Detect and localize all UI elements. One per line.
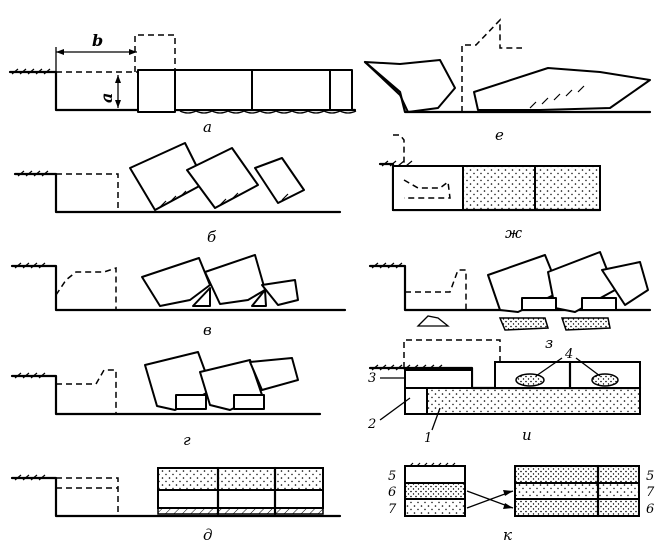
panel-i-inclusion-2 [591, 373, 619, 387]
panel-k-right-layer-5 [514, 465, 640, 484]
panel-k-right-layer-7 [514, 482, 640, 500]
panel-d-label: д [203, 526, 213, 544]
panel-e-block-2 [473, 67, 651, 111]
callout-k-right-6: 6 [646, 502, 654, 517]
panel-v: в [10, 254, 347, 339]
panel-i-label: и [522, 426, 532, 444]
panel-a-block-1 [137, 69, 176, 113]
panel-b-block-3 [254, 157, 305, 204]
panel-i: 4 3 2 1 и [367, 339, 642, 446]
panel-a: b a а [8, 31, 357, 136]
panel-v-label: в [203, 321, 212, 339]
panel-k-left-layer-7 [404, 498, 466, 517]
callout-k-left-6: 6 [388, 485, 396, 500]
panel-g-block-3 [249, 357, 299, 391]
callout-4: 4 [564, 347, 573, 362]
panel-g-pad-2 [233, 394, 265, 410]
panel-v-block-2 [204, 254, 266, 305]
panel-v-wedge-2 [251, 289, 267, 307]
panel-g-pad-1 [175, 394, 207, 410]
panel-e-block-1 [364, 59, 456, 113]
panel-k-left-layer-5 [404, 465, 466, 484]
panel-z: з [368, 251, 652, 352]
panel-v-block-3 [261, 279, 299, 306]
panel-z-pad-2 [581, 297, 617, 311]
callout-k-left-5: 5 [388, 469, 396, 484]
dimension-b-label: b [92, 31, 103, 50]
panel-d: д [10, 466, 342, 544]
panel-d-top-layer [157, 467, 324, 491]
panel-i-layer-2 [404, 387, 428, 415]
panel-i-inclusion-1 [515, 373, 545, 387]
panel-g: г [10, 351, 322, 449]
panel-zh-block-2 [462, 165, 536, 211]
callout-k-right-5: 5 [646, 469, 654, 484]
panel-k: 5 6 7 5 7 6 к [388, 462, 655, 544]
panel-k-right-layer-6 [514, 498, 640, 517]
panel-b-label: б [207, 228, 217, 246]
panel-z-label: з [545, 334, 553, 352]
panel-z-block-3 [601, 261, 649, 306]
panel-z-pad-1 [521, 297, 557, 311]
callout-2: 2 [367, 417, 376, 432]
panel-a-block-4 [329, 69, 353, 111]
panel-b: б [13, 142, 342, 246]
panel-a-block-3 [251, 69, 331, 111]
panel-d-base-layer [157, 507, 324, 515]
panel-b-block-2 [186, 147, 259, 209]
panel-v-wedge-1 [192, 287, 211, 307]
panel-a-block-2 [174, 69, 253, 111]
panel-i-layer-3 [404, 369, 473, 389]
panel-e: е [363, 18, 652, 144]
panel-i-layer-1 [426, 387, 641, 415]
panel-zh-label: ж [505, 224, 522, 242]
panel-zh-block-3 [534, 165, 601, 211]
panel-zh: ж [378, 134, 602, 242]
panel-a-label: а [203, 118, 212, 136]
panel-k-label: к [503, 526, 512, 544]
panel-g-label: г [183, 431, 191, 449]
panel-zh-block-1 [392, 165, 464, 211]
panel-d-mid-layer [157, 489, 324, 509]
dimension-a-label: a [97, 93, 116, 103]
callout-3: 3 [368, 371, 376, 386]
panel-k-left-layer-6 [404, 482, 466, 500]
panel-v-block-1 [141, 257, 211, 307]
callout-k-left-7: 7 [388, 502, 397, 517]
panel-i-top-blocks [494, 361, 641, 389]
panel-e-label: е [495, 126, 504, 144]
callout-k-right-7: 7 [646, 485, 655, 500]
callout-1: 1 [424, 431, 432, 446]
